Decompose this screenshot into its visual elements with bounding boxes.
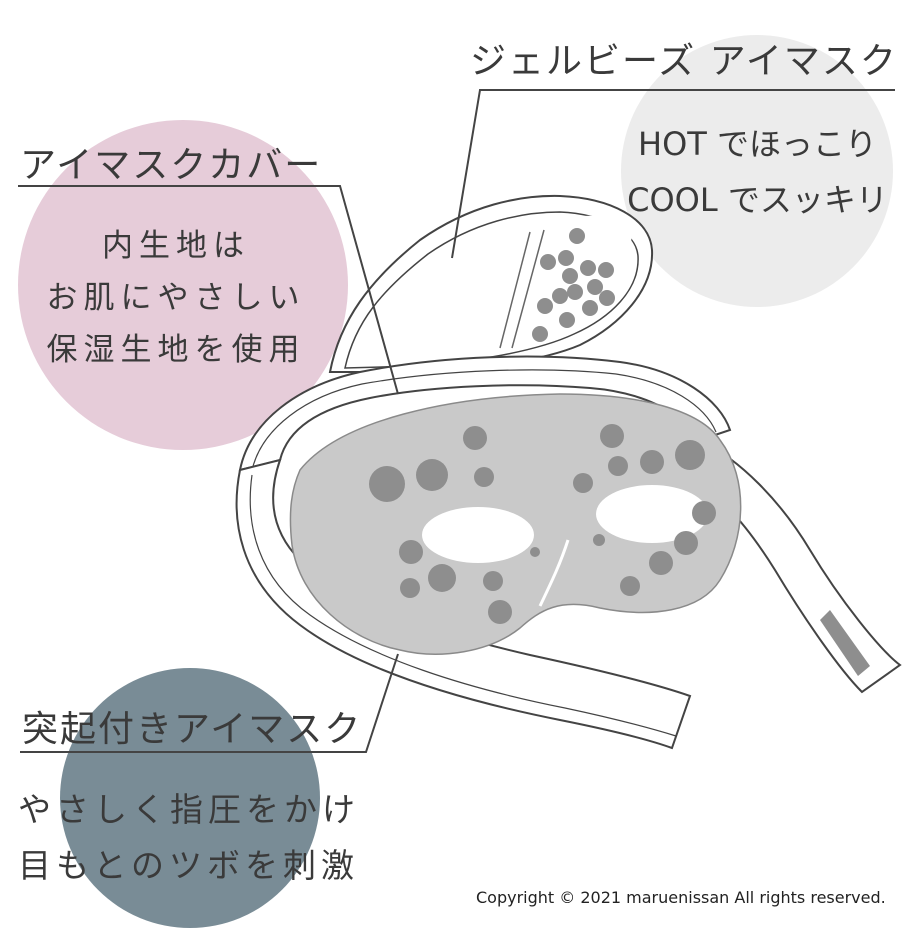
gel-beads-pack <box>328 194 654 373</box>
bump-line: やさしく指圧をかけ <box>18 790 360 829</box>
cover-line: 内生地は <box>102 228 250 264</box>
bump-leader-line <box>20 653 399 753</box>
bump-mask-description: やさしく指圧をかけ 目もとのツボを刺激 <box>18 782 398 894</box>
cover-line: お肌にやさしい <box>46 280 306 316</box>
bump-mask-heading: 突起付きアイマスク <box>22 709 363 750</box>
gel-beads-description: HOT でほっこり COOL でスッキリ <box>625 116 890 228</box>
bump-line: 目もとのツボを刺激 <box>18 846 360 885</box>
copyright-notice: Copyright © 2021 maruenissan All rights … <box>476 888 886 907</box>
cover-heading: アイマスクカバー <box>20 145 323 186</box>
gel-line: COOL でスッキリ <box>627 181 888 219</box>
leader-lines <box>18 89 895 753</box>
cover-leader-line <box>18 185 399 395</box>
gel-highlight-circle <box>621 35 893 307</box>
gel-beads-heading: ジェルビーズ アイマスク <box>470 41 898 82</box>
cover-highlight-circle <box>18 120 348 450</box>
cover-description: 内生地は お肌にやさしい 保湿生地を使用 <box>20 220 332 376</box>
gel-leader-line <box>451 89 895 259</box>
gel-line: HOT でほっこり <box>638 125 877 163</box>
cover-line: 保湿生地を使用 <box>46 332 306 368</box>
bump-eye-mask <box>289 393 742 655</box>
mask-cover-band <box>235 355 902 750</box>
bump-highlight-circle <box>60 668 320 928</box>
